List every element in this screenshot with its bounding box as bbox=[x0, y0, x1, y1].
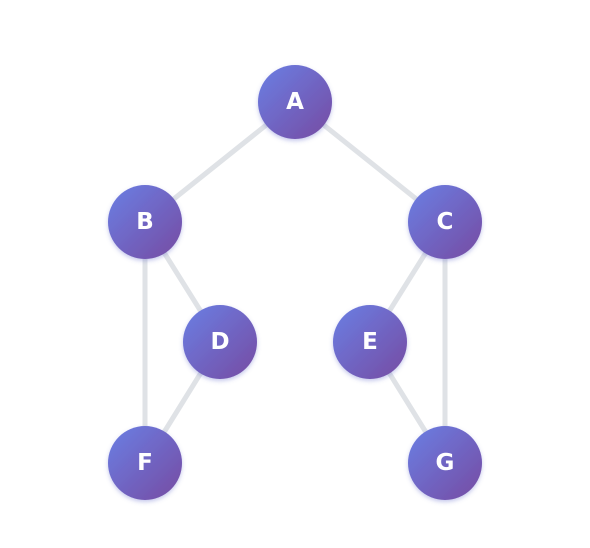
node-label: B bbox=[136, 209, 154, 235]
node-circle bbox=[258, 65, 332, 139]
node-f: F bbox=[108, 426, 182, 500]
node-label: A bbox=[286, 89, 304, 115]
node-a: A bbox=[258, 65, 332, 139]
node-c: C bbox=[408, 185, 482, 259]
node-d: D bbox=[183, 305, 257, 379]
node-circle bbox=[408, 185, 482, 259]
edges-layer bbox=[142, 99, 448, 466]
node-circle bbox=[408, 426, 482, 500]
node-circle bbox=[333, 305, 407, 379]
node-e: E bbox=[333, 305, 407, 379]
nodes-layer: A B C D E F G bbox=[108, 65, 482, 500]
node-b: B bbox=[108, 185, 182, 259]
node-g: G bbox=[408, 426, 482, 500]
node-label: G bbox=[436, 450, 455, 476]
node-label: F bbox=[137, 450, 153, 476]
node-circle bbox=[108, 426, 182, 500]
node-label: E bbox=[362, 329, 378, 355]
node-circle bbox=[108, 185, 182, 259]
node-label: D bbox=[210, 329, 229, 355]
node-circle bbox=[183, 305, 257, 379]
node-label: C bbox=[437, 209, 454, 235]
